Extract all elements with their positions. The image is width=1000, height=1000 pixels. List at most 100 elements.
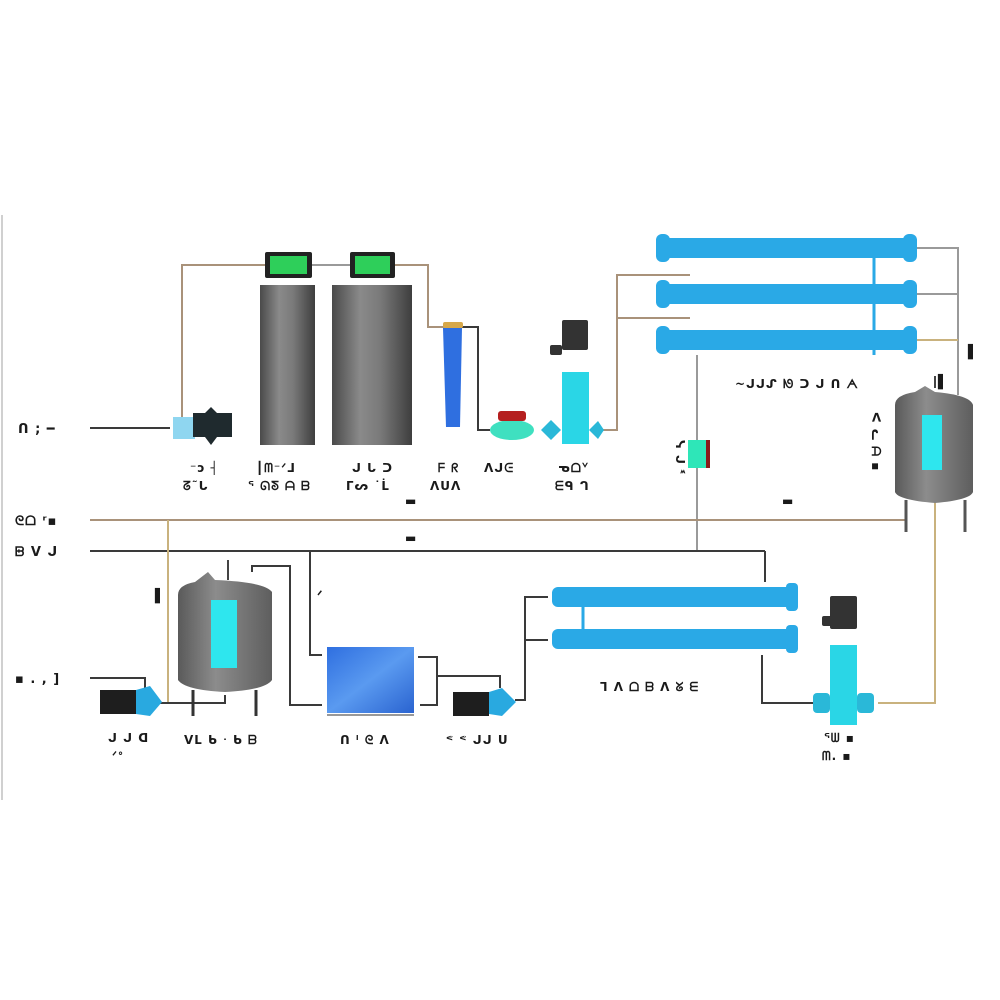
pump-head: [136, 686, 162, 716]
tag-g: ▬: [405, 531, 417, 545]
end-cap-right: [903, 326, 917, 354]
filter-tank-icon: [332, 285, 412, 445]
ro-tank-label: ᐸ ᓚ ᗩ ▪: [869, 412, 883, 471]
motor-hook: [822, 616, 832, 626]
pump-flange-left: [813, 693, 830, 713]
raw-water-pump[interactable]: [173, 407, 232, 445]
end-cap-right: [786, 583, 798, 611]
membrane-vessel-icon: [662, 284, 914, 304]
label-product-out: ᘓᗝ ʳ▪: [15, 514, 57, 529]
motor: [562, 320, 588, 350]
pipe-membrane-1-out: [915, 247, 959, 395]
edi-label: ᑎ ᑊ ᘓ ᐱ: [340, 733, 390, 747]
end-cap-left: [656, 326, 670, 354]
dosing-pump[interactable]: [100, 686, 162, 716]
label-chemical-in: ▪ . , ]: [15, 672, 60, 687]
cartridge-cap: [443, 322, 463, 328]
sand-filter[interactable]: [260, 252, 315, 445]
final-pump-label-1: ᕐᗯ ▪: [824, 731, 855, 745]
security-filter[interactable]: [443, 322, 463, 427]
sight-glass: [922, 415, 942, 470]
valve-icon: [688, 440, 706, 468]
ro-membranes-label: ~ᒍᒍᔑ ᘚ ᑐ ᒍ ᑎ ᗅ: [735, 377, 859, 391]
edi-module[interactable]: [327, 647, 414, 716]
membrane-vessel-icon: [552, 587, 797, 607]
pipe-tank-to-edi: [251, 565, 322, 706]
pump-icon: [453, 692, 489, 716]
pump-icon: [100, 690, 136, 714]
tag-d: ᐟ: [317, 589, 324, 604]
tag-a: ▌: [967, 343, 979, 360]
membrane-vessel-icon: [662, 330, 914, 350]
membrane-vessel-icon: [552, 629, 797, 649]
vertical-pump-icon: [830, 645, 857, 725]
carbon-filter-label-1: ᒍ ᒐ ᑐ: [352, 461, 393, 475]
membrane-vessel-2: [656, 280, 917, 308]
end-cap-left: [656, 280, 670, 308]
intermediate-tank-label: ᐯᒪ ᑲ ᐧ ᑲ ᗷ: [184, 733, 258, 747]
high-pressure-pump[interactable]: [541, 320, 604, 444]
tag-e: ▬: [405, 494, 417, 508]
end-cap-right: [903, 234, 917, 262]
booster-pump-label: ᕝ ᕝ ᒍᒍ ᑌ: [446, 733, 509, 747]
raw-pump-label-1: ⁻ɔ ┤: [190, 460, 219, 475]
display-screen: [355, 256, 390, 274]
sight-glass: [211, 600, 237, 668]
pump-head: [489, 688, 516, 716]
security-filter-label-1: ᖴ ᖇ: [438, 461, 459, 475]
pipe-edi-to-booster-2: [437, 675, 501, 688]
raw-pump-label-2: ᘔ˜ᒐ: [183, 479, 209, 493]
dosing-pump-label-1: ᒍ ᒍ ᗡ: [108, 731, 149, 745]
pipe-dosing-to-tank: [160, 695, 226, 704]
ro-water-tank[interactable]: [895, 376, 973, 532]
filter-tank-icon: [260, 285, 315, 445]
pipe-raw-to-sand: [181, 264, 265, 418]
membrane-vessel-3: [656, 326, 917, 354]
cartridge-filter-icon: [443, 328, 462, 427]
valve-label: ᓭ ᒍ ᓫ: [673, 440, 687, 474]
final-pump-label-2: ᗰ. ▪: [822, 749, 852, 763]
end-cap-right: [903, 280, 917, 308]
flowmeter-top: [498, 411, 526, 421]
display-screen: [270, 256, 307, 274]
booster-pump[interactable]: [453, 688, 516, 716]
pump-flange-right: [857, 693, 874, 713]
dosing-pump-label-2: ᐟᐤ: [112, 749, 124, 763]
flowmeter-label: ᐱᒍᕮ: [484, 461, 514, 475]
ro-membrane-array[interactable]: [656, 234, 917, 355]
second-pass-membranes[interactable]: [552, 583, 798, 653]
vertical-pump-icon: [562, 372, 589, 444]
security-filter-label-2: ᐱᑌᐱ: [430, 479, 461, 493]
carbon-filter[interactable]: [332, 252, 412, 445]
carbon-filter-label-2: ᒥᔕ ˙ᒫ: [346, 478, 390, 493]
pipe-hp-to-membranes: [600, 274, 690, 431]
pipe-booster-to-2ndpass: [515, 596, 548, 701]
pipe-carbon-to-cartridge: [394, 264, 450, 328]
pipe-cartridge-to-flowmeter: [462, 326, 490, 431]
membrane-vessel-icon: [662, 238, 914, 258]
second-pass-label: ᒣ ᐱ ᗝ ᗷ ᐱ ᘜ ᗴ: [600, 680, 699, 694]
final-pump[interactable]: [813, 596, 874, 725]
motor: [830, 596, 857, 629]
pump-flange-left: [541, 420, 561, 440]
tag-c: ▌: [937, 373, 949, 390]
intermediate-tank[interactable]: [178, 560, 272, 716]
end-cap-left: [656, 234, 670, 262]
valve-handle: [706, 440, 710, 468]
edi-module-icon: [327, 647, 414, 713]
pump-icon: [193, 407, 232, 445]
sand-filter-label-1: ┃ᗰ⁻ᐟᒧ: [256, 460, 296, 475]
label-drain-out: ᗸ ᐯ ᒍ: [15, 545, 58, 560]
motor-hook: [550, 345, 562, 355]
pump-flange-right: [589, 421, 604, 439]
flowmeter[interactable]: [490, 411, 534, 440]
sand-filter-label-2: ᕐ ᘏᘕ ᗩ ᗷ: [248, 479, 311, 493]
tag-f: ▬: [782, 494, 794, 508]
concentrate-valve[interactable]: [688, 440, 710, 468]
hp-pump-label-1: ᓀᗝᘁ: [558, 461, 589, 475]
membrane-vessel-4: [552, 583, 798, 611]
tag-b: ▌: [154, 587, 166, 604]
pipe-final-to-tank: [878, 500, 936, 704]
label-raw-water-in: ᑎ ; ━: [18, 422, 56, 437]
